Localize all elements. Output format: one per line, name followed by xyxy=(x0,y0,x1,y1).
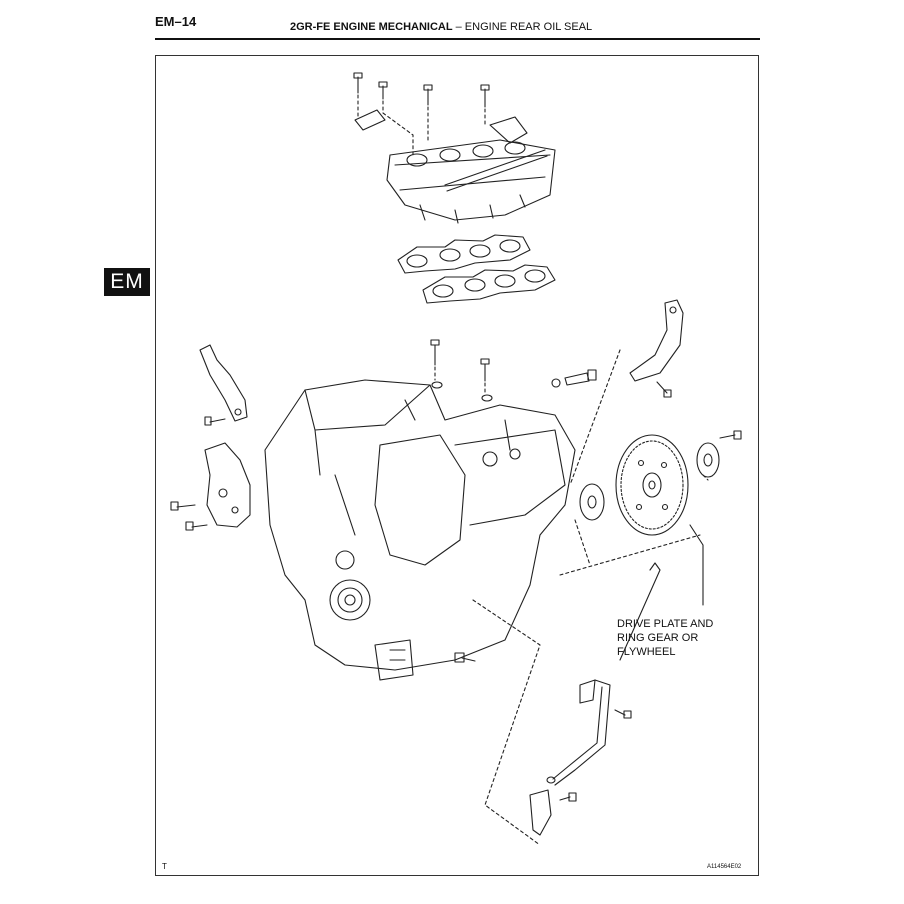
engine-hanger-right xyxy=(629,299,684,382)
corner-mark: T xyxy=(162,862,167,871)
bolt-top-3-icon xyxy=(423,84,433,106)
header-rule xyxy=(155,38,760,40)
intake-manifold xyxy=(386,116,556,224)
callout-line-1: DRIVE PLATE AND xyxy=(617,618,714,630)
title-separator: – xyxy=(452,21,465,33)
intake-gasket-1 xyxy=(397,234,531,274)
rear-plate-right xyxy=(696,442,720,478)
bolt-mid-2-icon xyxy=(480,358,490,382)
engine-hanger-left xyxy=(199,344,248,422)
callout-leader xyxy=(689,524,704,606)
bolt-left-1-icon xyxy=(204,416,226,426)
bolt-top-2-icon xyxy=(378,81,388,100)
intake-gasket-2 xyxy=(422,264,556,304)
section-tab: EM xyxy=(104,268,150,296)
bolt-left-2-icon xyxy=(170,501,196,511)
bolt-top-4-icon xyxy=(480,84,490,108)
engine-block xyxy=(264,379,576,681)
subsection-title: ENGINE REAR OIL SEAL xyxy=(464,21,593,33)
oil-level-gauge xyxy=(552,562,661,786)
oil-pressure-switch-icon xyxy=(454,652,476,663)
drive-plate-ring-gear xyxy=(615,434,689,536)
stud-mid-icon xyxy=(431,381,443,389)
crank-position-sensor-icon xyxy=(564,369,597,386)
figure-id: A114564E02 xyxy=(707,864,742,870)
rear-spacer-plate xyxy=(579,483,605,521)
header-title: 2GR-FE ENGINE MECHANICAL – ENGINE REAR O… xyxy=(290,21,592,33)
figure-frame xyxy=(155,55,759,876)
bolt-gauge-2-icon xyxy=(559,792,577,802)
section-title: 2GR-FE ENGINE MECHANICAL xyxy=(290,21,453,33)
stud-mid-2-icon xyxy=(481,394,493,402)
bracket-top-icon xyxy=(354,109,386,131)
drive-plate-callout: DRIVE PLATE AND RING GEAR OR FLYWHEEL xyxy=(617,617,713,659)
callout-line-2: RING GEAR OR xyxy=(617,632,699,644)
bolt-gauge-1-icon xyxy=(614,709,632,719)
exploded-engine-illustration xyxy=(170,72,742,846)
bolt-right-1-icon xyxy=(656,381,672,398)
bolt-mid-1-icon xyxy=(430,339,440,366)
bolt-right-2-icon xyxy=(719,430,742,440)
guide-bracket-icon xyxy=(579,679,596,704)
callout-line-3: FLYWHEEL xyxy=(617,646,676,658)
page-number: EM–14 xyxy=(155,14,197,29)
bolt-left-3-icon xyxy=(185,521,208,531)
o-ring-icon xyxy=(546,776,556,784)
washer-icon xyxy=(551,378,561,388)
bolt-top-1-icon xyxy=(353,72,363,94)
gauge-guide-lower xyxy=(529,789,552,836)
engine-mount-bracket-left xyxy=(204,442,251,528)
